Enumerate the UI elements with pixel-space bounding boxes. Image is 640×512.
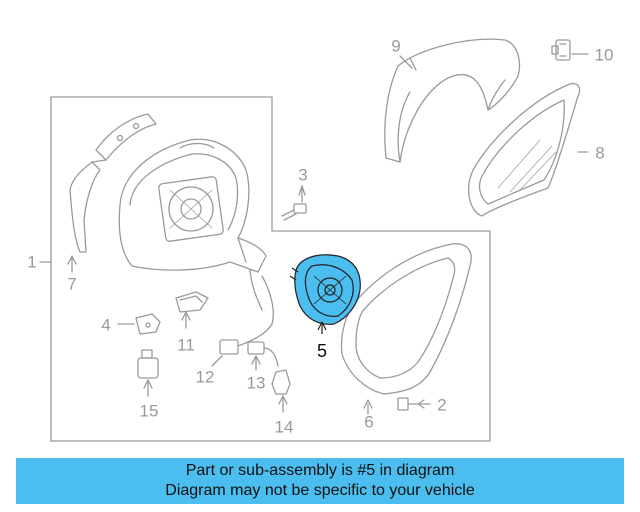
callout-12: 12	[195, 367, 215, 387]
callout-4: 4	[101, 315, 111, 335]
callout-13: 13	[246, 373, 266, 393]
part-6-housing	[340, 243, 472, 415]
part-4-bracket	[117, 313, 161, 335]
callout-5: 5	[316, 341, 328, 361]
callout-10: 10	[594, 45, 614, 65]
part-13-connector	[247, 341, 279, 371]
callout-15: 15	[139, 401, 159, 421]
part-8-mirror-glass	[468, 82, 589, 217]
callout-6: 6	[364, 412, 374, 432]
banner-line-1: Part or sub-assembly is #5 in diagram	[185, 462, 455, 479]
part-3-screw	[281, 185, 307, 221]
part-10-clip	[551, 39, 589, 61]
callout-1: 1	[27, 252, 37, 272]
assembly-outline	[50, 96, 491, 442]
mirror-housing-assembly	[118, 138, 267, 311]
callout-3: 3	[298, 165, 308, 185]
info-banner-bg	[16, 458, 624, 504]
part-5-actuator-motor	[289, 254, 361, 334]
callout-7: 7	[67, 274, 77, 294]
part-12-connector	[211, 275, 274, 367]
info-banner: Part or sub-assembly is #5 in diagram Di…	[16, 458, 624, 504]
callout-8: 8	[595, 143, 605, 163]
banner-line-2: Diagram may not be specific to your vehi…	[165, 482, 475, 499]
part-14-grommet	[271, 369, 291, 413]
leader-9	[399, 55, 413, 69]
callout-2: 2	[437, 395, 447, 415]
part-15-connector	[137, 349, 159, 397]
part-7-bracket	[67, 113, 157, 273]
part-2-screw	[397, 397, 431, 411]
callout-14: 14	[274, 417, 294, 437]
callout-9: 9	[391, 36, 401, 56]
part-11-bracket	[175, 291, 209, 329]
part-9-mirror-cover	[384, 38, 521, 163]
callout-11: 11	[177, 335, 195, 355]
